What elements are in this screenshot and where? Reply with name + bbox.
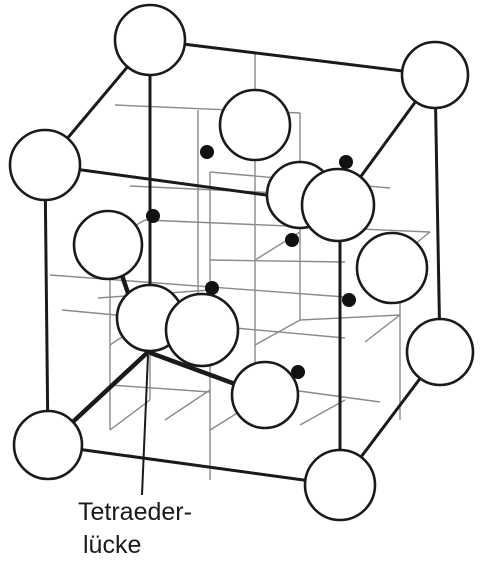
atom-corner-top-back-right [400,40,470,110]
interstitial-dot [146,209,160,223]
interstitial-dot [200,145,214,159]
subdivision-grid [49,52,431,480]
atom-corner-bottom-front-right [303,448,377,522]
interstitial-dot [342,293,356,307]
interstitial-dot [205,281,219,295]
interstitial-dots [146,145,356,379]
atom-corner-bottom-front-left [12,409,84,481]
atom-right-face-center [355,231,429,305]
atom-front-face-center [164,292,240,368]
atom-left-face-center [72,209,144,281]
caption-line-2: lücke [83,531,142,559]
atom-corner-bottom-back-right [405,317,475,387]
interstitial-dot [339,155,353,169]
atom-back-face-center [218,88,292,162]
tetrahedral-hole-pointer [141,354,149,496]
atom-corner-top-front-left [8,128,82,202]
atom-bottom-face-center [230,360,300,430]
interstitial-dot [285,233,299,247]
atom-corner-top-front-right [300,167,376,243]
interstitial-dot [291,365,305,379]
atom-corner-top-back-left [113,3,187,77]
atoms [8,3,475,522]
caption-line-1: Tetraeder- [78,498,192,526]
